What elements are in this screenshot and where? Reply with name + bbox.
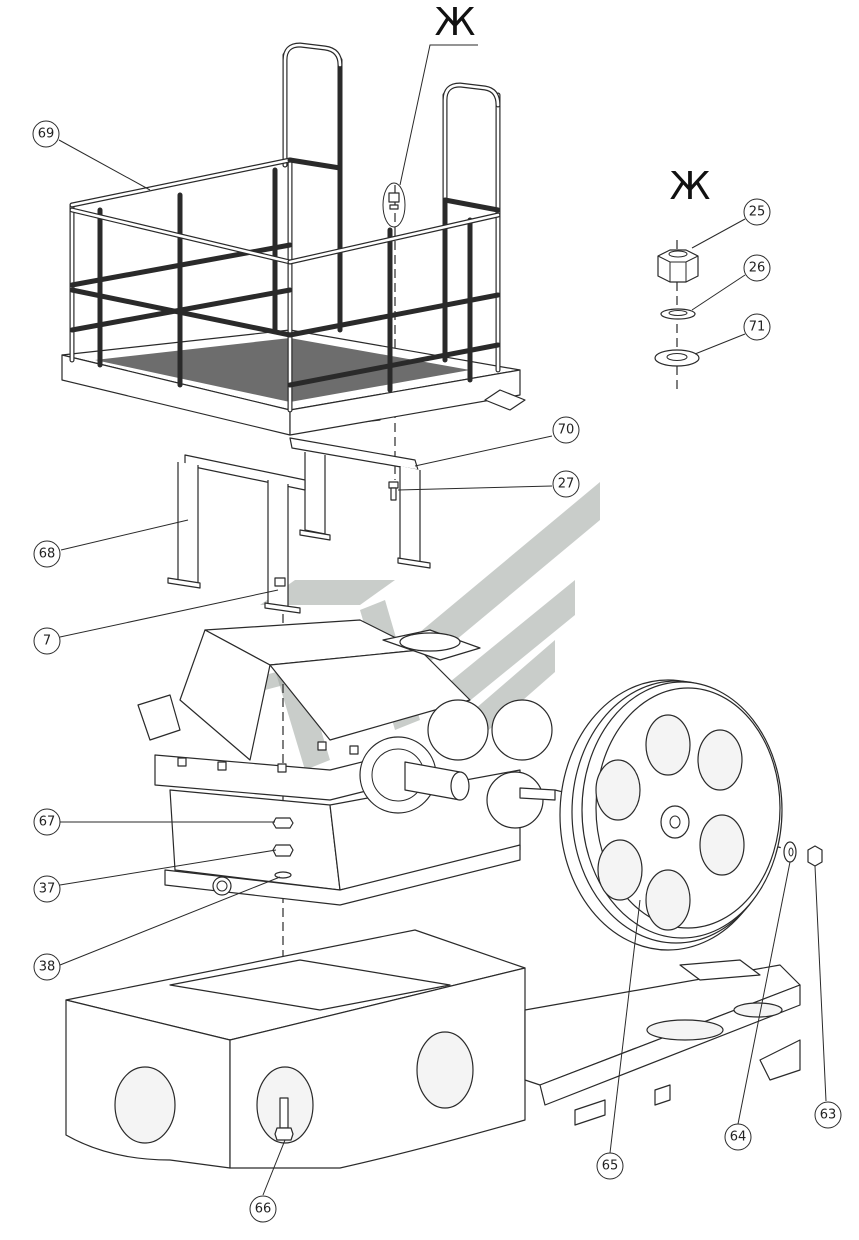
callout-68: 68 (33, 540, 61, 568)
svg-text:38: 38 (39, 960, 56, 975)
callout-25: 25 (743, 198, 771, 226)
detail-flat-washer (654, 349, 700, 367)
frame-base (65, 929, 801, 1169)
callout-27: 27 (552, 470, 580, 498)
svg-text:70: 70 (558, 423, 575, 438)
callout-37: 37 (33, 875, 61, 903)
detail-spring-washer (660, 308, 696, 320)
support-bracket-left (167, 454, 306, 614)
platform-grating (95, 338, 470, 402)
gear-reducer (137, 619, 556, 906)
svg-text:71: 71 (749, 320, 766, 335)
svg-text:66: 66 (255, 1202, 272, 1217)
detail-view: Ж (654, 164, 711, 367)
svg-text:63: 63 (820, 1108, 837, 1123)
belt-pulley (559, 679, 783, 951)
platform-assembly (61, 42, 526, 436)
callout-63: 63 (814, 1101, 842, 1129)
callout-64: 64 (724, 1123, 752, 1151)
svg-text:68: 68 (39, 547, 56, 562)
svg-text:25: 25 (749, 205, 766, 220)
pulley-washer (783, 841, 797, 863)
detail-hex-nut (657, 249, 699, 283)
railing-bars (69, 157, 501, 388)
support-bracket-right (289, 437, 431, 569)
fastener-stack (272, 817, 294, 879)
svg-text:64: 64 (730, 1130, 747, 1145)
view-marker-letter: Ж (435, 0, 476, 44)
svg-text:67: 67 (39, 815, 56, 830)
pulley-nut (807, 845, 823, 867)
svg-text:37: 37 (39, 882, 56, 897)
view-marker: Ж (382, 0, 478, 228)
svg-text:7: 7 (43, 634, 51, 649)
callout-67: 67 (33, 808, 61, 836)
callout-69: 69 (32, 120, 60, 148)
callout-65: 65 (596, 1152, 624, 1180)
svg-text:65: 65 (602, 1159, 619, 1174)
svg-text:69: 69 (38, 127, 55, 142)
callout-26: 26 (743, 254, 771, 282)
leader-lines (58, 139, 827, 1196)
bolt-66 (274, 1097, 294, 1141)
bolt-27 (388, 481, 399, 501)
svg-text:26: 26 (749, 261, 766, 276)
callout-71: 71 (743, 313, 771, 341)
callout-7: 7 (33, 627, 61, 655)
callout-70: 70 (552, 416, 580, 444)
callout-66: 66 (249, 1195, 277, 1223)
callout-38: 38 (33, 953, 61, 981)
detail-view-title: Ж (670, 164, 711, 208)
svg-text:27: 27 (558, 477, 575, 492)
